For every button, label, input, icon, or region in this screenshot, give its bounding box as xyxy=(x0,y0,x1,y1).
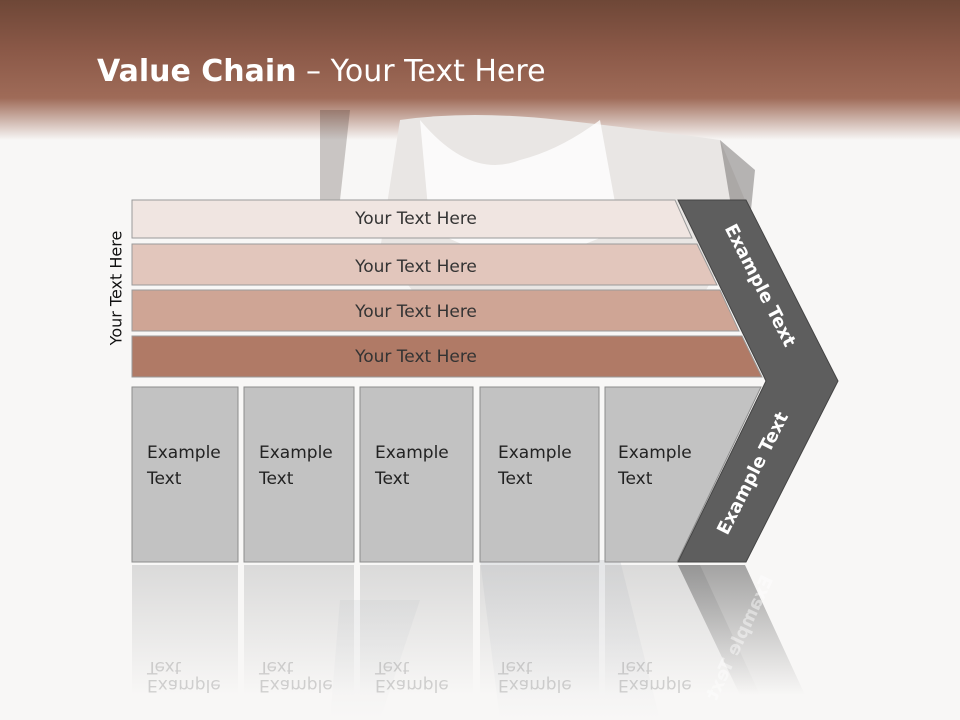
bar-2-label: Your Text Here xyxy=(354,257,477,277)
bar-1-label: Your Text Here xyxy=(354,209,477,229)
box-3-line2: Text xyxy=(374,469,410,489)
reflection-text: Text xyxy=(258,657,294,677)
box-3-line1: Example xyxy=(375,443,449,463)
box-4-line1: Example xyxy=(498,443,572,463)
reflection-text: Text xyxy=(617,657,653,677)
box-reflection xyxy=(132,565,238,695)
box-1[interactable] xyxy=(131,386,239,563)
bar-3-label: Your Text Here xyxy=(354,302,477,322)
box-2-line1: Example xyxy=(259,443,333,463)
box-4-line2: Text xyxy=(497,469,533,489)
box-5[interactable] xyxy=(604,386,762,563)
bar-3[interactable] xyxy=(131,289,740,332)
box-3[interactable] xyxy=(359,386,474,563)
reflection-text: Example xyxy=(375,675,449,695)
bar-4[interactable] xyxy=(131,335,763,378)
box-reflection xyxy=(605,565,760,695)
page-title: Value Chain – Your Text Here xyxy=(97,54,546,89)
bar-4-label: Your Text Here xyxy=(354,347,477,367)
reflection-text: Text xyxy=(146,657,182,677)
reflection-text: Example xyxy=(147,675,221,695)
box-reflection xyxy=(244,565,354,695)
value-chevron[interactable] xyxy=(677,199,839,563)
box-2-line2: Text xyxy=(258,469,294,489)
chevron-reflection xyxy=(678,565,805,695)
reflection-text: Text xyxy=(374,657,410,677)
box-1-line2: Text xyxy=(146,469,182,489)
reflection-text: Text xyxy=(497,657,533,677)
reflection-text: Example xyxy=(259,675,333,695)
box-4[interactable] xyxy=(479,386,600,563)
reflection-text: Example xyxy=(618,675,692,695)
bar-1[interactable] xyxy=(131,199,693,239)
bar-2[interactable] xyxy=(131,243,718,286)
reflection-text: Example xyxy=(498,675,572,695)
box-reflection xyxy=(480,565,599,695)
box-5-line2: Text xyxy=(617,469,653,489)
box-1-line1: Example xyxy=(147,443,221,463)
box-2[interactable] xyxy=(243,386,355,563)
box-reflection xyxy=(360,565,473,695)
box-5-line1: Example xyxy=(618,443,692,463)
